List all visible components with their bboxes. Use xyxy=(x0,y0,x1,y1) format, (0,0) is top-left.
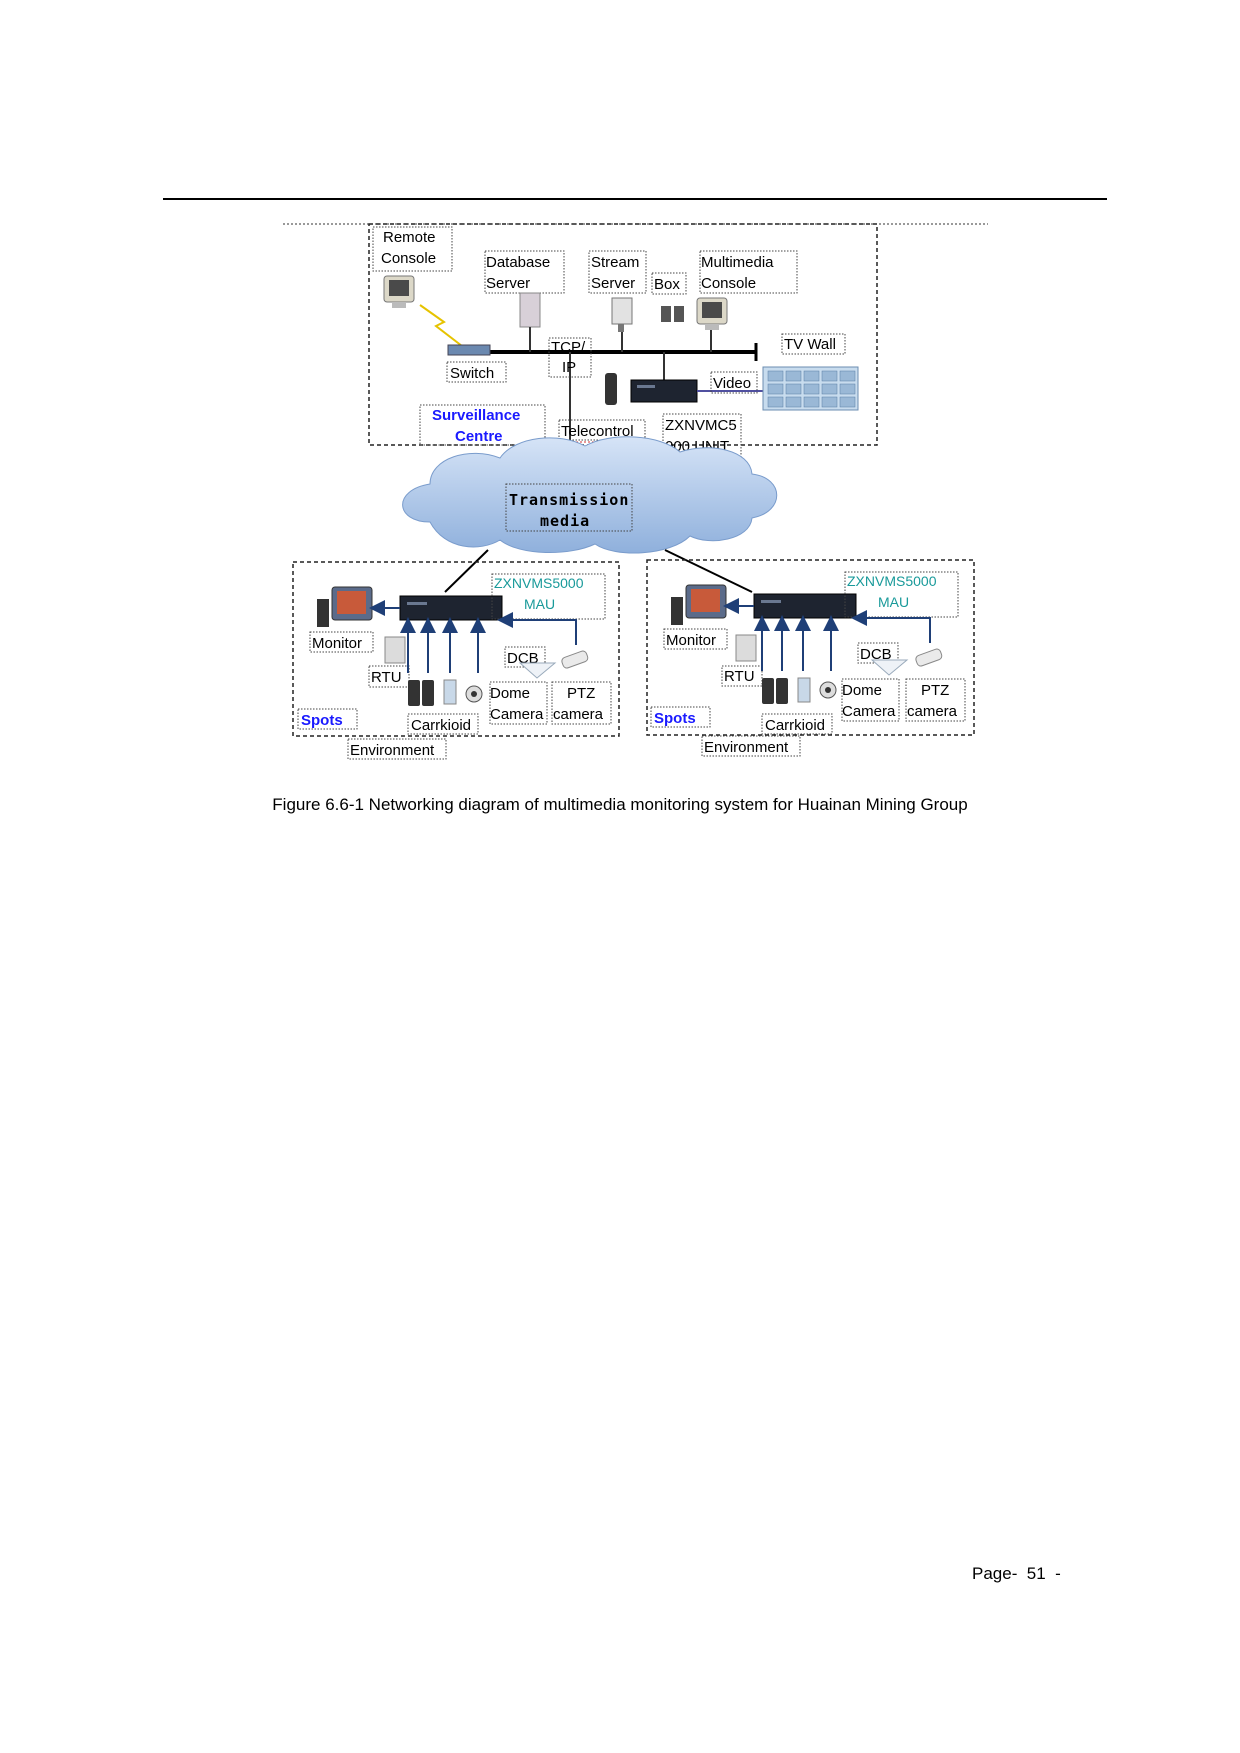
svg-text:Video: Video xyxy=(713,375,751,392)
svg-text:MAU: MAU xyxy=(524,596,555,612)
left-mau-device xyxy=(399,595,503,621)
svg-text:TV Wall: TV Wall xyxy=(784,336,836,353)
right-spots-label: Spots xyxy=(650,706,711,728)
svg-text:Console: Console xyxy=(701,275,756,292)
multimedia-console: Multimedia Console xyxy=(696,250,798,330)
svg-text:media: media xyxy=(540,512,590,530)
remote-console-icon xyxy=(383,275,415,308)
right-ptz-icon xyxy=(915,648,943,667)
svg-text:Box: Box xyxy=(654,276,680,293)
left-ptz-camera-label: PTZ camera xyxy=(551,681,612,725)
svg-text:Console: Console xyxy=(381,250,436,267)
svg-text:camera: camera xyxy=(553,706,604,723)
svg-text:Environment: Environment xyxy=(704,739,789,756)
wireless-link-icon xyxy=(419,304,463,347)
stream-server-icon xyxy=(611,297,633,332)
left-rtu-label: RTU xyxy=(368,665,410,688)
svg-text:PTZ: PTZ xyxy=(567,685,595,702)
spot-right-frame xyxy=(646,559,975,736)
left-environment-label: Environment xyxy=(347,738,447,760)
svg-text:Telecontrol: Telecontrol xyxy=(561,423,634,440)
svg-text:Monitor: Monitor xyxy=(312,635,362,652)
right-mau-device xyxy=(753,593,857,619)
spot-left-frame xyxy=(292,561,620,737)
svg-text:RTU: RTU xyxy=(724,668,755,685)
svg-text:camera: camera xyxy=(907,703,958,720)
svg-text:Monitor: Monitor xyxy=(666,632,716,649)
svg-text:RTU: RTU xyxy=(371,669,402,686)
spot-left: ZXNVMS5000 MAU Monitor RTU xyxy=(292,561,620,760)
svg-text:IP: IP xyxy=(562,359,576,376)
surveillance-centre-label: Surveillance Centre xyxy=(419,404,546,446)
right-carrkioid-label: Carrkioid xyxy=(761,713,833,735)
left-monitor-icon xyxy=(317,586,373,627)
svg-text:Centre: Centre xyxy=(455,428,503,445)
svg-text:PTZ: PTZ xyxy=(921,682,949,699)
zxnvmc-unit-device xyxy=(630,379,698,403)
svg-text:Stream: Stream xyxy=(591,254,639,271)
svg-text:Multimedia: Multimedia xyxy=(701,254,774,271)
svg-text:Spots: Spots xyxy=(654,710,696,727)
svg-text:ZXNVMC5: ZXNVMC5 xyxy=(665,417,737,434)
svg-text:Server: Server xyxy=(591,275,635,292)
page-number: Page- 51 - xyxy=(972,1564,1061,1583)
right-rtu-label: RTU xyxy=(721,665,763,687)
left-dome-camera-label: Dome Camera xyxy=(489,681,548,725)
svg-text:Database: Database xyxy=(486,254,550,271)
left-mau-label: ZXNVMS5000 MAU xyxy=(491,573,606,620)
header-rule xyxy=(163,198,1107,200)
tcpip-label: TCP/ IP xyxy=(548,337,592,378)
left-spots-label: Spots xyxy=(297,708,358,730)
left-monitor-label: Monitor xyxy=(309,631,374,653)
svg-text:Server: Server xyxy=(486,275,530,292)
spot-right: ZXNVMS5000 MAU Monitor RTU xyxy=(646,559,975,757)
right-dcb-label: DCB xyxy=(857,642,899,664)
video-label: Video xyxy=(710,371,758,394)
svg-text:Camera: Camera xyxy=(842,703,896,720)
svg-text:Spots: Spots xyxy=(301,712,343,729)
multimedia-console-icon xyxy=(696,297,728,330)
svg-text:Switch: Switch xyxy=(450,365,494,382)
svg-text:Surveillance: Surveillance xyxy=(432,407,520,424)
svg-text:Dome: Dome xyxy=(490,685,530,702)
right-environment-label: Environment xyxy=(701,735,801,757)
right-carrkioid-icons xyxy=(762,677,837,704)
svg-text:Carrkioid: Carrkioid xyxy=(765,717,825,734)
left-carrkioid-icons xyxy=(408,679,483,706)
tv-wall: TV Wall xyxy=(762,333,859,411)
switch: Switch xyxy=(446,344,507,383)
svg-text:Remote: Remote xyxy=(383,229,436,246)
database-server-icon xyxy=(519,292,541,328)
stream-server: Stream Server xyxy=(588,250,647,332)
database-server: Database Server xyxy=(484,250,565,328)
svg-text:DCB: DCB xyxy=(860,646,892,663)
svg-text:MAU: MAU xyxy=(878,594,909,610)
svg-text:Carrkioid: Carrkioid xyxy=(411,717,471,734)
svg-text:ZXNVMS5000: ZXNVMS5000 xyxy=(494,575,584,591)
switch-icon xyxy=(447,344,491,356)
svg-text:ZXNVMS5000: ZXNVMS5000 xyxy=(847,573,937,589)
right-mau-label: ZXNVMS5000 MAU xyxy=(844,571,959,618)
decoder-icon xyxy=(605,373,617,405)
right-monitor-label: Monitor xyxy=(663,628,728,650)
figure-caption: Figure 6.6-1 Networking diagram of multi… xyxy=(272,795,968,814)
left-ptz-icon xyxy=(561,650,589,669)
svg-text:Dome: Dome xyxy=(842,682,882,699)
left-rtu-icon xyxy=(384,636,406,664)
right-dome-camera-label: Dome Camera xyxy=(841,678,900,722)
box: Box xyxy=(651,272,687,322)
right-ptz-camera-label: PTZ camera xyxy=(905,678,966,722)
svg-text:Environment: Environment xyxy=(350,742,435,759)
right-rtu-icon xyxy=(735,634,757,662)
remote-console: Remote Console xyxy=(372,226,453,308)
svg-text:Camera: Camera xyxy=(490,706,544,723)
svg-text:TCP/: TCP/ xyxy=(551,339,586,356)
right-monitor-icon xyxy=(671,584,727,625)
svg-text:Transmission: Transmission xyxy=(509,491,629,509)
transmission-cloud: Transmission media xyxy=(402,436,778,554)
left-carrkioid-label: Carrkioid xyxy=(407,713,479,735)
box-icon xyxy=(661,306,684,322)
